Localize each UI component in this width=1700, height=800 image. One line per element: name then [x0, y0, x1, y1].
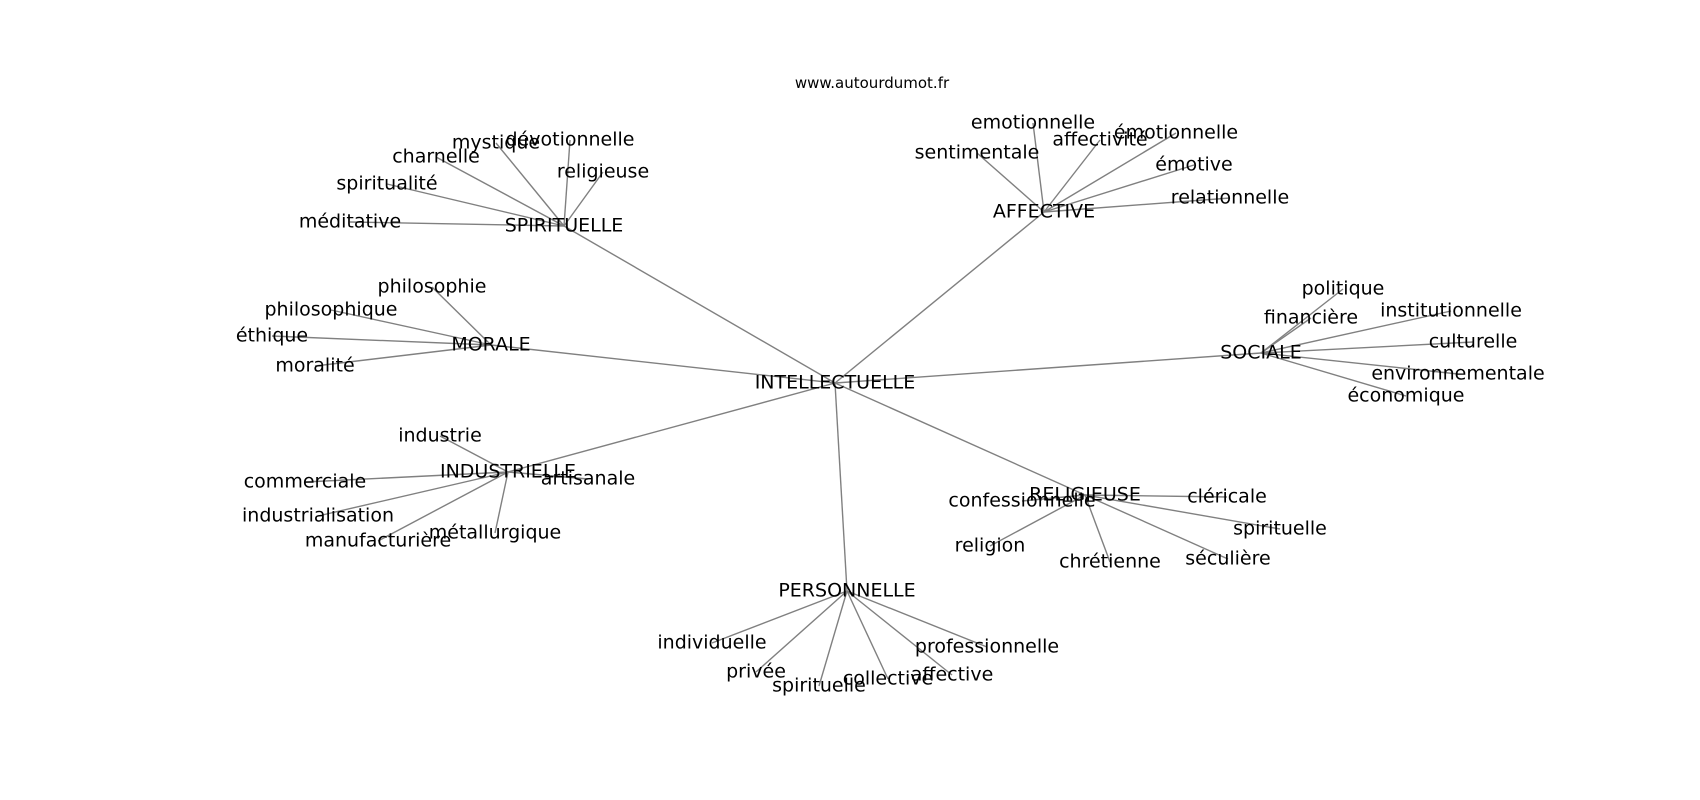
node-leaf-sentimentale[interactable]: sentimentale	[915, 142, 1040, 164]
graph-edges	[271, 122, 1474, 687]
edge-center-affective	[834, 211, 1045, 384]
edge-spirituelle-devotionnelle	[563, 139, 571, 227]
edge-center-morale	[490, 344, 836, 384]
node-hub-personnelle[interactable]: PERSONNELLE	[778, 580, 915, 602]
edge-religieuse-religion	[989, 494, 1086, 547]
node-leaf-institutionnelle[interactable]: institutionnelle	[1380, 300, 1522, 322]
graph-labels: INTELLECTUELLE SPIRITUELLE mystiquedévotio…	[236, 112, 1545, 697]
edge-center-industrielle	[507, 382, 836, 473]
node-leaf-metallurgique[interactable]: métallurgique	[429, 522, 562, 544]
edge-center-sociale	[834, 352, 1262, 384]
node-leaf-economique[interactable]: économique	[1347, 385, 1464, 407]
edge-center-religieuse	[834, 382, 1086, 496]
node-leaf-ethique[interactable]: éthique	[236, 325, 308, 347]
node-leaf-spirituelle[interactable]: spirituelle	[1233, 518, 1327, 540]
node-leaf-chretienne[interactable]: chrétienne	[1059, 551, 1161, 573]
node-hub-sociale[interactable]: SOCIALE	[1220, 342, 1301, 364]
edge-morale-philosophique	[330, 309, 492, 346]
node-leaf-confessionnelle[interactable]: confessionnelle	[948, 490, 1095, 512]
edge-personnelle-privee	[755, 590, 848, 673]
edge-industrielle-artisanale	[507, 471, 589, 480]
node-leaf-meditative[interactable]: méditative	[299, 211, 401, 233]
edge-morale-ethique	[271, 335, 492, 346]
node-leaf-environnementale[interactable]: environnementale	[1371, 363, 1544, 385]
edge-sociale-economique	[1260, 352, 1407, 397]
edge-spirituelle-spiritualite	[386, 183, 565, 227]
node-leaf-religion[interactable]: religion	[955, 535, 1026, 557]
node-leaf-mystique[interactable]: mystique	[452, 132, 540, 154]
node-leaf-industrialisation[interactable]: industrialisation	[242, 505, 394, 527]
node-leaf-seculiere[interactable]: séculière	[1185, 548, 1270, 570]
node-leaf-moralite[interactable]: moralité	[275, 355, 354, 377]
edge-industrielle-industrialisation	[317, 471, 509, 517]
edge-spirituelle-mystique	[495, 142, 565, 227]
edge-personnelle-professionnelle	[846, 590, 988, 648]
node-leaf-philosophie[interactable]: philosophie	[378, 276, 487, 298]
edge-affective-emotive	[1043, 164, 1195, 213]
node-leaf-affectivite[interactable]: affectivité	[1052, 129, 1147, 151]
edge-morale-moralite	[314, 344, 492, 367]
edge-spirituelle-meditative	[349, 221, 565, 227]
edge-sociale-environnementale	[1260, 352, 1459, 375]
edge-affective-relationnelle	[1043, 197, 1231, 213]
node-leaf-industrie[interactable]: industrie	[398, 425, 482, 447]
node-leaf-privee[interactable]: privée	[726, 661, 786, 683]
node-leaf-financiere[interactable]: financière	[1264, 307, 1358, 329]
edge-industrielle-manufacturiere	[377, 471, 509, 542]
site-url[interactable]: www.autourdumot.fr	[795, 74, 950, 92]
edge-industrielle-metallurgique	[494, 471, 509, 534]
node-hub-spirituelle[interactable]: SPIRITUELLE	[505, 215, 624, 237]
node-center[interactable]: INTELLECTUELLE	[755, 372, 916, 394]
node-leaf-spirituelle[interactable]: spirituelle	[772, 675, 866, 697]
edge-personnelle-collective	[846, 590, 889, 680]
node-leaf-politique[interactable]: politique	[1302, 278, 1385, 300]
edge-personnelle-spirituelle	[818, 590, 848, 687]
edge-religieuse-spirituelle	[1084, 494, 1281, 530]
edge-center-personnelle	[834, 382, 848, 592]
node-leaf-religieuse[interactable]: religieuse	[557, 161, 649, 183]
node-leaf-clericale[interactable]: cléricale	[1187, 486, 1267, 508]
node-leaf-affective[interactable]: affective	[911, 664, 994, 686]
node-hub-industrielle[interactable]: INDUSTRIELLE	[440, 461, 576, 483]
node-leaf-collective[interactable]: collective	[843, 668, 933, 690]
edge-spirituelle-charnelle	[435, 156, 565, 227]
node-leaf-philosophique[interactable]: philosophique	[265, 299, 398, 321]
edge-morale-philosophie	[431, 286, 492, 346]
edge-affective-emotionnelle	[1043, 132, 1177, 213]
node-leaf-relationnelle[interactable]: relationnelle	[1171, 187, 1289, 209]
node-hub-morale[interactable]: MORALE	[451, 334, 530, 356]
node-leaf-emotive[interactable]: émotive	[1155, 154, 1232, 176]
node-leaf-commerciale[interactable]: commerciale	[244, 471, 367, 493]
node-hub-affective[interactable]: AFFECTIVE	[993, 201, 1095, 223]
edge-sociale-culturelle	[1260, 341, 1474, 354]
edge-sociale-politique	[1260, 288, 1344, 354]
edge-affective-affectivite	[1043, 139, 1101, 213]
node-leaf-artisanale[interactable]: artisanale	[541, 468, 635, 490]
edge-spirituelle-religieuse	[563, 171, 604, 227]
node-leaf-individuelle[interactable]: individuelle	[657, 632, 766, 654]
edge-center-spirituelle	[563, 225, 836, 384]
edge-industrielle-commerciale	[304, 471, 509, 483]
node-hub-religieuse[interactable]: RELIGIEUSE	[1029, 484, 1141, 506]
node-leaf-charnelle[interactable]: charnelle	[392, 146, 480, 168]
edge-religieuse-confessionnelle	[1021, 494, 1086, 502]
edge-personnelle-individuelle	[711, 590, 848, 644]
node-leaf-professionnelle[interactable]: professionnelle	[915, 636, 1059, 658]
node-leaf-spiritualite[interactable]: spiritualité	[336, 173, 437, 195]
node-leaf-culturelle[interactable]: culturelle	[1429, 331, 1518, 353]
edge-affective-emotionnelle	[1032, 122, 1045, 213]
edge-affective-sentimentale	[976, 152, 1045, 213]
edge-sociale-financiere	[1260, 317, 1312, 354]
edge-religieuse-seculiere	[1084, 494, 1229, 560]
edge-religieuse-clericale	[1084, 494, 1228, 498]
edge-religieuse-chretienne	[1084, 494, 1111, 563]
node-leaf-emotionnelle[interactable]: emotionnelle	[971, 112, 1095, 134]
edge-sociale-institutionnelle	[1260, 310, 1452, 354]
node-leaf-manufacturiere[interactable]: manufacturière	[305, 530, 451, 552]
edge-industrielle-industrie	[439, 435, 509, 473]
node-leaf-emotionnelle[interactable]: émotionnelle	[1114, 122, 1238, 144]
edge-personnelle-affective	[846, 590, 953, 676]
node-leaf-devotionnelle[interactable]: dévotionnelle	[506, 129, 635, 151]
